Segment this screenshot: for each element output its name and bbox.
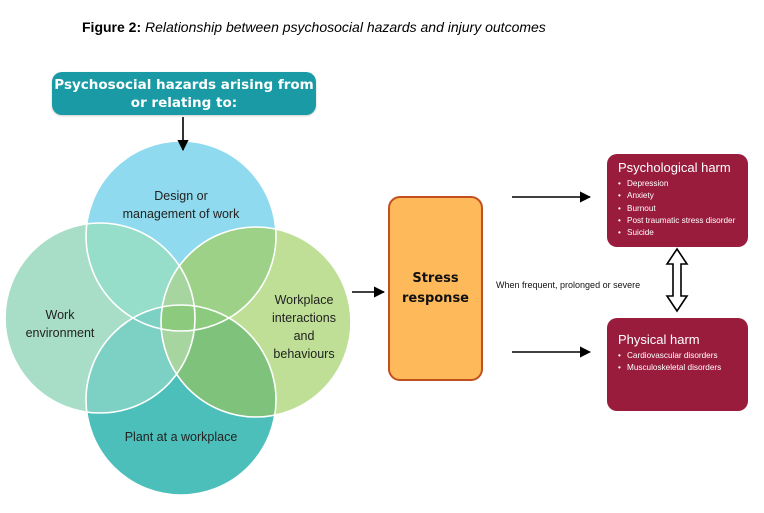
hazards-header-line-1: Psychosocial hazards arising from [54, 76, 314, 93]
condition-label: When frequent, prolonged or severe [496, 280, 641, 290]
stress-line-1: Stress [412, 270, 459, 286]
figure-caption-text: Relationship between psychosocial hazard… [145, 19, 546, 35]
psychological-harm-item: Post traumatic stress disorder [618, 215, 740, 228]
figure-caption: Figure 2: Relationship between psychosoc… [82, 19, 546, 35]
label-inter-line-1: Workplace [274, 293, 334, 307]
label-work-environment: Work environment [20, 306, 100, 342]
psychological-harm-item: Burnout [618, 203, 740, 216]
label-inter-line-2: interactions [272, 311, 336, 325]
physical-harm-box: Physical harm Cardiovascular disorders M… [607, 318, 748, 411]
label-workplace-interactions: Workplace interactions and behaviours [258, 291, 350, 363]
psychological-harm-list: Depression Anxiety Burnout Post traumati… [618, 178, 740, 240]
physical-harm-list: Cardiovascular disorders Musculoskeletal… [618, 350, 740, 375]
label-plant-line-1: Plant at a workplace [124, 430, 238, 444]
label-design-management: Design or management of work [111, 187, 251, 223]
psychological-harm-item: Anxiety [618, 190, 740, 203]
psychological-harm-box: Psychological harm Depression Anxiety Bu… [607, 154, 748, 247]
physical-harm-item: Musculoskeletal disorders [618, 362, 740, 375]
label-design-line-1: Design or [154, 189, 208, 203]
psychological-harm-item: Depression [618, 178, 740, 191]
hazards-header-line-2: or relating to: [130, 94, 238, 111]
label-env-line-2: environment [25, 326, 95, 340]
psychological-harm-title: Psychological harm [618, 160, 731, 175]
label-design-line-2: management of work [122, 207, 240, 221]
label-inter-line-4: behaviours [273, 347, 335, 361]
label-env-line-1: Work [45, 308, 75, 322]
hazards-header-box: Psychosocial hazards arising from or rel… [52, 72, 316, 115]
stress-response-box: Stress response [388, 196, 483, 381]
figure-caption-label: Figure 2: [82, 19, 142, 35]
physical-harm-title: Physical harm [618, 332, 700, 347]
psychological-harm-item: Suicide [618, 227, 740, 240]
stress-line-2: response [401, 290, 469, 306]
label-inter-line-3: and [293, 329, 315, 343]
physical-harm-item: Cardiovascular disorders [618, 350, 740, 363]
label-plant: Plant at a workplace [111, 428, 251, 446]
double-arrow-icon [665, 247, 689, 313]
